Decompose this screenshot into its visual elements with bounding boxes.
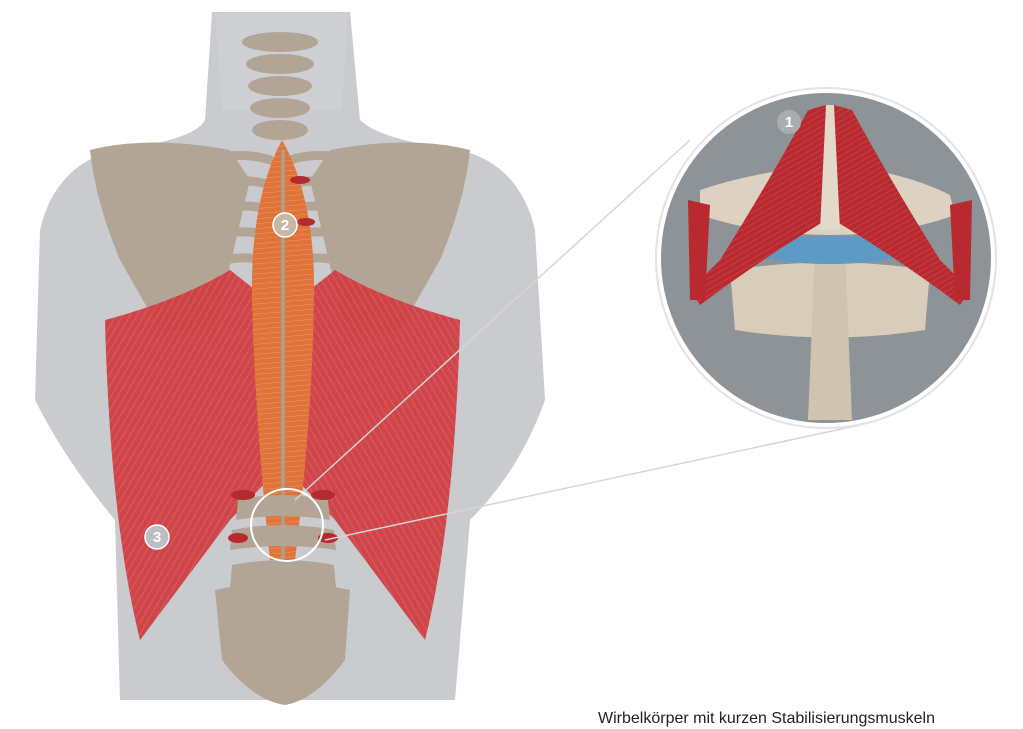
marker-3: 3 [145, 525, 169, 549]
svg-text:3: 3 [153, 529, 161, 546]
zoom-spinous-process [808, 250, 852, 420]
svg-text:1: 1 [785, 114, 793, 131]
marker-1: 1 [777, 110, 801, 134]
svg-text:2: 2 [281, 217, 289, 234]
figure-caption: Wirbelkörper mit kurzen Stabilisierungsm… [598, 708, 1023, 729]
marker-2: 2 [273, 213, 297, 237]
